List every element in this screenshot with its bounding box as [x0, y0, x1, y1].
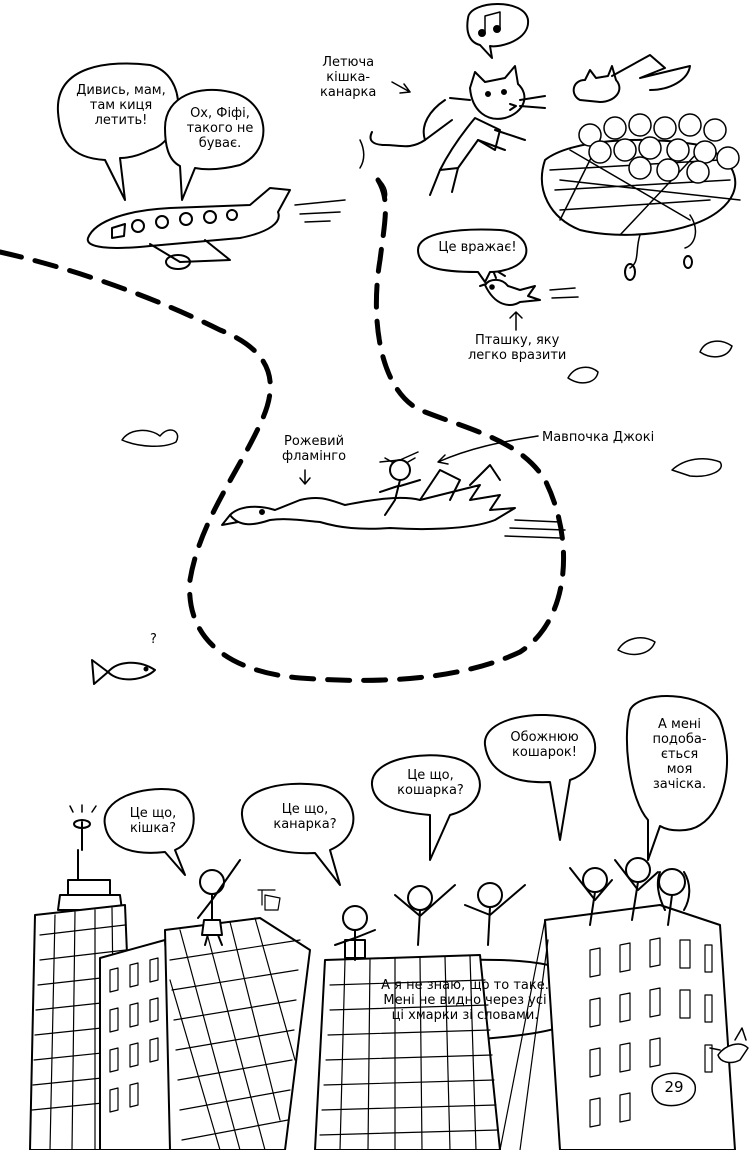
bubble-hair: А мені подоба- ється моя зачіска.	[652, 717, 707, 792]
arrow-monkey	[437, 435, 539, 465]
label-flamingo: Рожевий фламінго	[282, 434, 347, 464]
bubble-oh-fifi: Ох, Фіфі, такого не буває.	[186, 106, 254, 151]
label-monkey: Мавпочка Джокі	[542, 430, 655, 445]
bubble-impressive: Це вражає!	[438, 240, 517, 255]
arrow-flamingo	[299, 469, 311, 485]
bubble-love: Обожнюю кошарок!	[510, 730, 579, 760]
people	[197, 857, 691, 961]
airplane	[86, 187, 346, 270]
page-number-badge	[651, 1072, 696, 1107]
small-bird	[479, 267, 579, 331]
monkey-jockey	[379, 451, 421, 516]
flight-path	[0, 177, 567, 683]
music-note-bubble	[466, 3, 530, 59]
bottom-bird	[709, 1027, 749, 1064]
feathers	[121, 340, 733, 656]
bubble-canary-question: Це що, канарка?	[273, 802, 337, 832]
flamingo	[221, 464, 566, 539]
label-bird: Пташку, яку легко вразити	[468, 333, 567, 363]
bubble-look-mom: Дивись, мам, там киця летить!	[76, 83, 166, 128]
arrow-cat	[391, 81, 411, 94]
cat-nest	[540, 54, 741, 281]
fish-question-mark: ?	[150, 632, 157, 647]
bubble-catcanary-question: Це що, кошарка?	[397, 768, 464, 798]
fish	[91, 659, 156, 685]
label-flying-cat: Летюча кішка- канарка	[320, 55, 377, 100]
bubble-dont-know: А я не знаю, що то таке. Мені не видно ч…	[381, 978, 549, 1023]
bubble-cat-question: Це що, кішка?	[129, 806, 177, 836]
page-number: 29	[664, 1078, 684, 1096]
flying-cat-canary	[359, 65, 546, 199]
